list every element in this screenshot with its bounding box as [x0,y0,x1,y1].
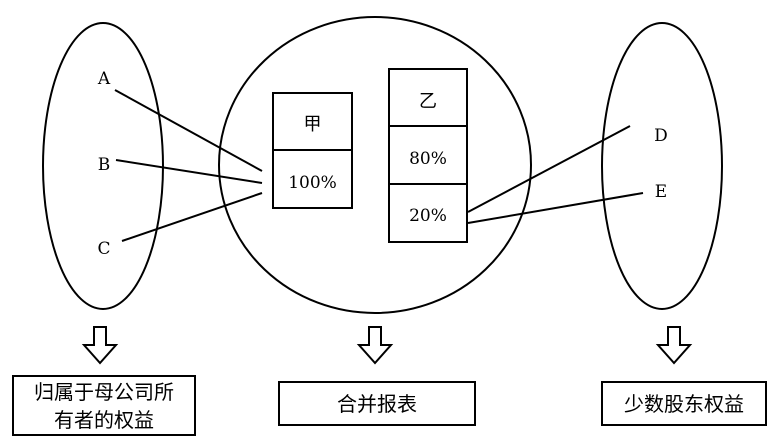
connection-line-e [467,192,644,224]
company-jia-share-100: 100% [288,173,337,193]
left-group-ellipse [42,22,164,310]
company-yi-name: 乙 [419,91,437,112]
connection-line-d [467,125,631,213]
connection-line-a [114,89,263,172]
minority-interest-label: 少数股东权益 [624,391,744,416]
connection-line-c [121,192,263,242]
down-arrow-icon-right [655,326,693,365]
down-arrow-icon-center [356,326,394,365]
member-label-e: E [655,182,667,202]
member-label-d: D [654,126,668,146]
consolidated-statement-box: 合并报表 [278,381,476,426]
company-yi-share-80: 80% [409,149,447,169]
connection-line-b [115,159,263,184]
company-jia-name: 甲 [304,114,322,135]
member-label-c: C [97,239,110,259]
parent-owner-equity-box: 归属于母公司所 有者的权益 [12,375,196,436]
down-arrow-icon-left [81,326,119,365]
parent-owner-equity-line-2: 有者的权益 [54,407,154,432]
parent-owner-equity-line-1: 归属于母公司所 [34,379,174,404]
member-label-b: B [98,155,111,175]
minority-interest-box: 少数股东权益 [601,381,767,426]
right-group-ellipse [601,22,723,310]
consolidated-statement-label: 合并报表 [337,391,417,416]
member-label-a: A [97,69,111,89]
center-group-circle [218,16,532,314]
company-yi-box: 乙 80% 20% [388,68,468,243]
company-yi-share-20: 20% [409,206,447,226]
company-jia-box: 甲 100% [272,92,353,209]
